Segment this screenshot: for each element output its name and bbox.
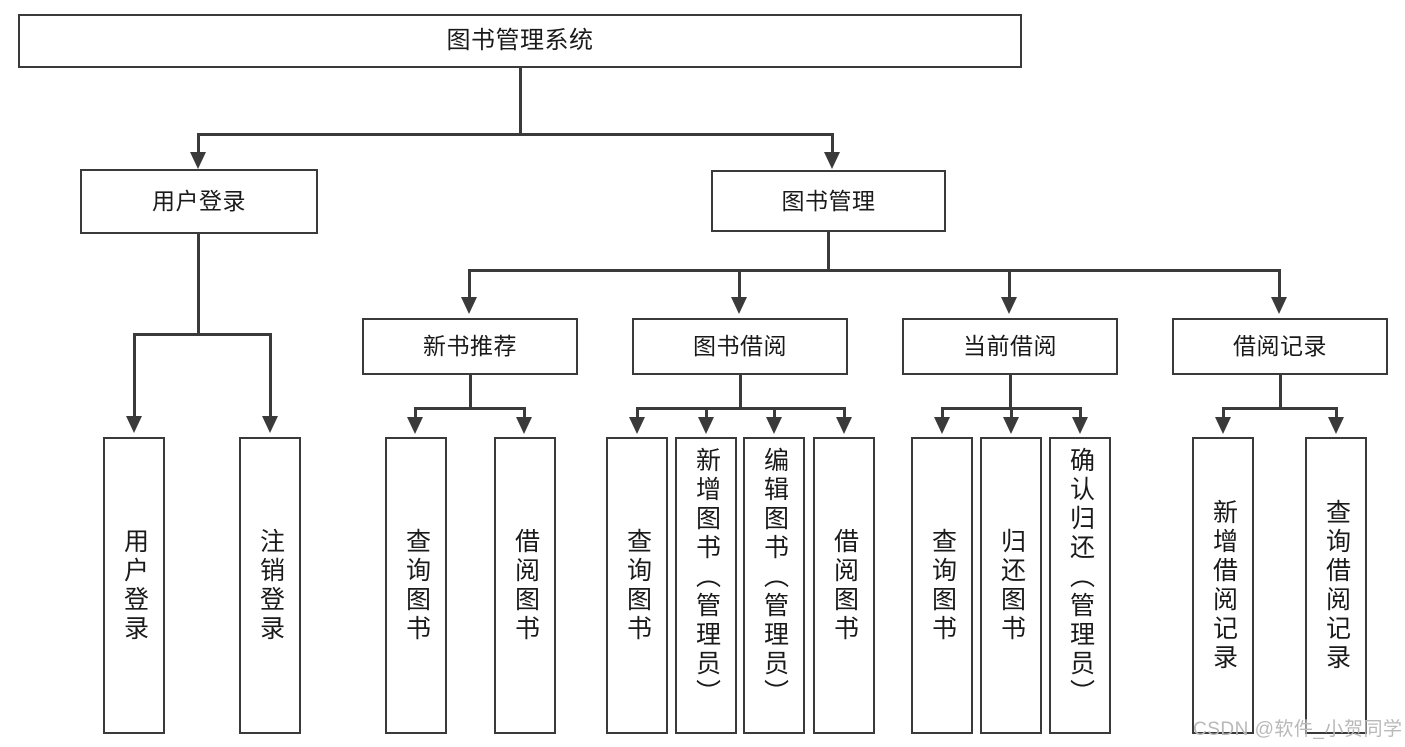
node-label: 查询借阅记录 [1322,498,1351,673]
connector-new-book-bus [414,407,525,410]
arrow-level3-1 [461,297,477,314]
leaf-query-book-newbook[interactable]: 查询图书 [385,437,447,734]
connector-borrow-record-stem [1279,375,1282,409]
node-book-borrowing[interactable]: 图书借阅 [632,318,848,375]
leaf-borrow-book-newbook[interactable]: 借阅图书 [494,437,556,734]
connector-current-borrow-drop-3 [1079,407,1082,419]
connector-book-borrow-drop-2 [705,407,708,419]
connector-user-login-bus [133,333,270,336]
connector-level2-drop-2 [831,133,834,155]
connector-book-borrow-bus [636,407,845,410]
connector-level3-bus [468,269,1280,272]
node-label: 当前借阅 [963,333,1057,360]
connector-new-book-drop-1 [414,407,417,419]
node-label: 图书管理 [781,187,876,214]
node-label: 借阅图书 [511,527,540,644]
connector-level3-drop-3 [1008,269,1011,299]
connector-current-borrow-drop-1 [941,407,944,419]
arrow-borrow-record-leaf-1 [1215,417,1231,434]
watermark-text: CSDN @软件_小贺同学 [1193,719,1403,740]
leaf-logout[interactable]: 注销登录 [239,437,301,734]
connector-current-borrow-drop-2 [1010,407,1013,419]
arrow-level2-2 [824,152,840,169]
arrow-book-borrow-leaf-1 [629,417,645,434]
arrow-level3-3 [1001,297,1017,314]
connector-book-management-stem [827,232,830,270]
leaf-user-login[interactable]: 用户登录 [103,437,165,734]
leaf-query-borrow-record[interactable]: 查询借阅记录 [1305,437,1367,734]
node-label: 查询图书 [623,527,652,644]
connector-new-book-drop-2 [523,407,526,419]
node-label: 用户登录 [152,188,246,215]
arrow-current-borrow-leaf-2 [1003,417,1019,434]
node-label: 确认归还（管理员） [1066,447,1095,708]
node-label: 查询图书 [928,527,957,644]
connector-new-book-stem [469,375,472,409]
node-book-management[interactable]: 图书管理 [711,170,946,232]
connector-user-login-drop-1 [133,333,136,418]
arrow-book-borrow-leaf-3 [766,417,782,434]
leaf-add-borrow-record[interactable]: 新增借阅记录 [1192,437,1254,734]
arrow-level3-4 [1271,297,1287,314]
arrow-new-book-leaf-2 [516,417,532,434]
connector-level2-drop-1 [197,133,200,155]
node-label: 注销登录 [256,527,285,644]
node-user-login[interactable]: 用户登录 [80,169,318,234]
node-label: 图书借阅 [693,333,787,360]
connector-borrow-record-drop-1 [1222,407,1225,419]
arrow-current-borrow-leaf-1 [934,417,950,434]
connector-book-borrow-drop-3 [773,407,776,419]
arrow-current-borrow-leaf-3 [1072,417,1088,434]
node-label: 用户登录 [120,527,149,644]
connector-level3-drop-4 [1278,269,1281,299]
arrow-user-login-leaf-1 [126,416,142,433]
arrow-book-borrow-leaf-2 [698,417,714,434]
arrow-level3-2 [731,297,747,314]
connector-level3-drop-1 [468,269,471,299]
node-label: 新书推荐 [423,333,517,360]
node-label: 新增图书（管理员） [692,447,721,708]
node-label: 查询图书 [402,527,431,644]
node-label: 图书管理系统 [446,27,594,55]
node-label: 编辑图书（管理员） [760,447,789,708]
connector-book-borrow-drop-4 [843,407,846,419]
node-label: 新增借阅记录 [1209,498,1238,673]
leaf-edit-book-admin[interactable]: 编辑图书（管理员） [743,437,805,734]
arrow-user-login-leaf-2 [262,416,278,433]
connector-level3-drop-2 [738,269,741,299]
arrow-new-book-leaf-1 [407,417,423,434]
connector-level2-bus [197,133,833,136]
node-new-book-recommendation[interactable]: 新书推荐 [362,318,578,375]
node-label: 借阅记录 [1233,333,1327,360]
leaf-confirm-return-admin[interactable]: 确认归还（管理员） [1049,437,1111,734]
connector-root-stem [519,68,522,134]
leaf-return-book[interactable]: 归还图书 [980,437,1042,734]
node-borrow-records[interactable]: 借阅记录 [1172,318,1388,375]
arrow-book-borrow-leaf-4 [836,417,852,434]
node-root-book-management-system[interactable]: 图书管理系统 [18,14,1022,68]
leaf-query-book-borrow[interactable]: 查询图书 [606,437,668,734]
leaf-query-book-current[interactable]: 查询图书 [911,437,973,734]
arrow-borrow-record-leaf-2 [1328,417,1344,434]
connector-user-login-drop-2 [269,333,272,418]
node-current-borrowing[interactable]: 当前借阅 [902,318,1118,375]
leaf-borrow-book-borrow[interactable]: 借阅图书 [813,437,875,734]
connector-book-borrow-stem [739,375,742,409]
node-label: 借阅图书 [830,527,859,644]
connector-borrow-record-bus [1222,407,1337,410]
connector-user-login-stem [197,234,200,335]
node-label: 归还图书 [997,527,1026,644]
arrow-level2-1 [190,152,206,169]
leaf-add-book-admin[interactable]: 新增图书（管理员） [675,437,737,734]
connector-borrow-record-drop-2 [1335,407,1338,419]
connector-current-borrow-stem [1009,375,1012,409]
connector-book-borrow-drop-1 [636,407,639,419]
